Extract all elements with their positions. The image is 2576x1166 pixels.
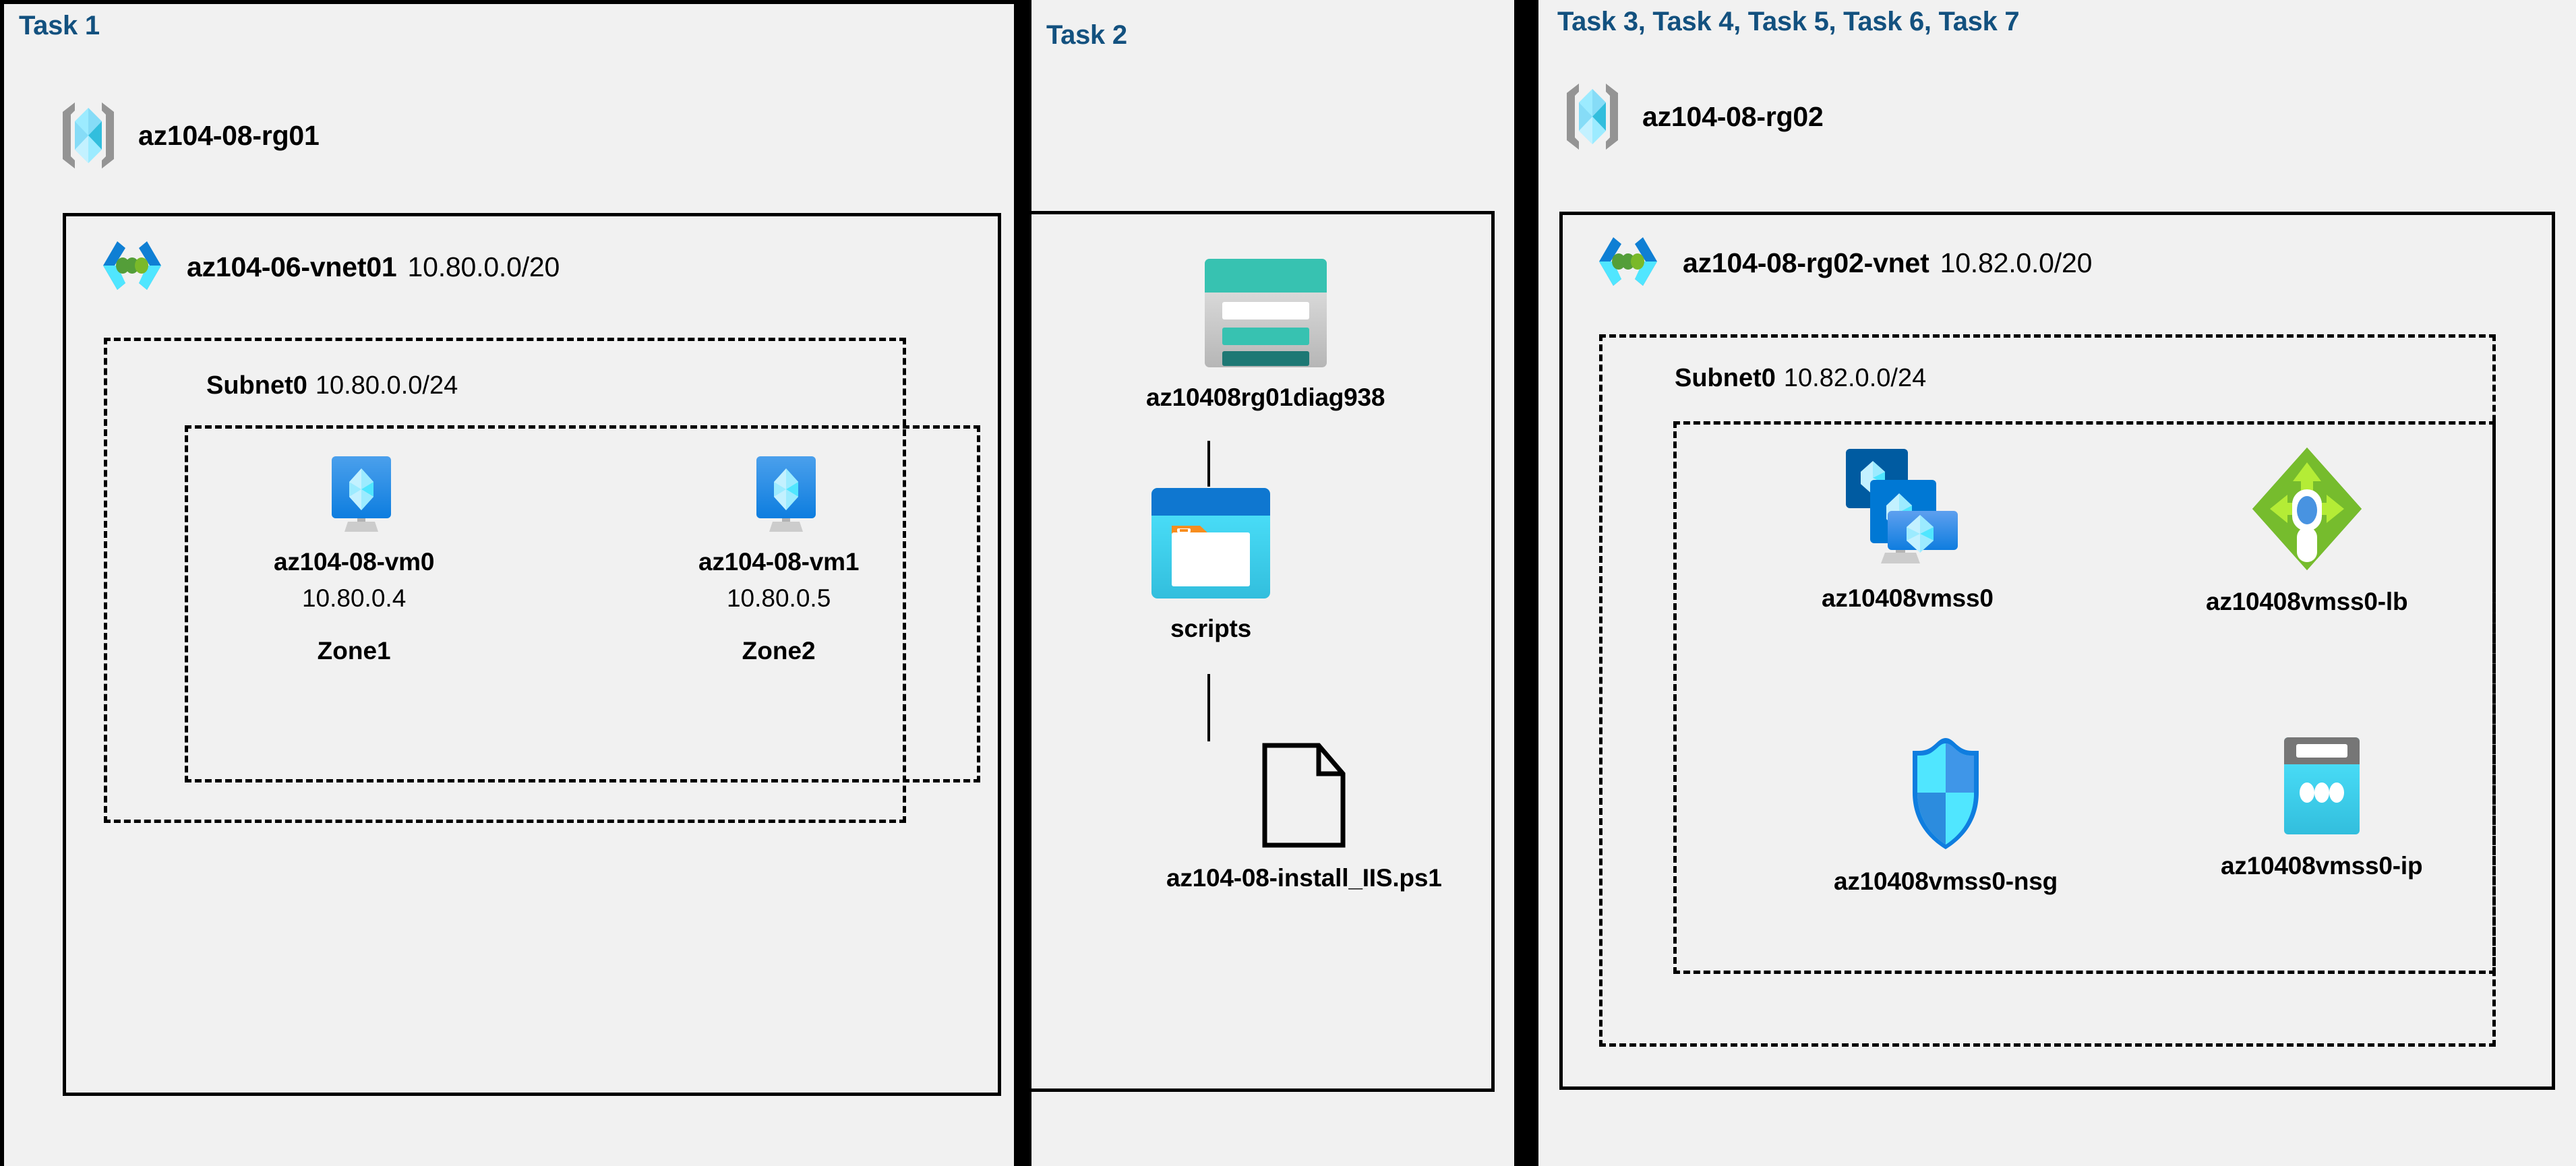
virtual-machine-icon	[314, 452, 394, 533]
vm0-zone: Zone1	[317, 637, 391, 665]
vnet-header-task1: az104-06-vnet01 10.80.0.0/20	[95, 233, 560, 301]
node-nsg[interactable]: az10408vmss0-nsg	[1834, 735, 2058, 896]
subnet-box-task1	[104, 338, 906, 823]
ps1-file-name: az104-08-install_IIS.ps1	[1166, 864, 1442, 892]
subnet-title-task1: Subnet0 10.80.0.0/24	[206, 371, 458, 400]
node-load-balancer[interactable]: az10408vmss0-lb	[2206, 445, 2408, 616]
vnet-box-task1	[63, 213, 1001, 1096]
vm1-name: az104-08-vm1	[698, 548, 860, 576]
panel-task-3-7: Task 3, Task 4, Task 5, Task 6, Task 7 a…	[1538, 0, 2576, 1166]
subnet-cidr-task1: 10.80.0.0/24	[315, 371, 458, 400]
virtual-network-icon	[1591, 229, 1665, 297]
panel-divider-right	[1513, 0, 1538, 1166]
task-1-label: Task 1	[19, 11, 100, 40]
subnet-cidr-task3: 10.82.0.0/24	[1783, 364, 1927, 392]
node-vm0[interactable]: az104-08-vm0 10.80.0.4 Zone1	[274, 452, 434, 665]
blob-container-icon	[1150, 487, 1271, 600]
panel-task-1: Task 1 az104-08-rg01	[0, 0, 1014, 1166]
blob-container-name: scripts	[1170, 615, 1251, 642]
public-ip-name: az10408vmss0-ip	[2221, 852, 2423, 880]
node-vm1[interactable]: az104-08-vm1 10.80.0.5 Zone2	[698, 452, 859, 665]
load-balancer-name: az10408vmss0-lb	[2206, 588, 2408, 615]
node-ps1-file[interactable]: az104-08-install_IIS.ps1	[1166, 741, 1442, 892]
virtual-machine-icon	[739, 452, 818, 533]
vnet-cidr-task1: 10.80.0.0/20	[407, 251, 560, 282]
vnet-header-task3: az104-08-rg02-vnet 10.82.0.0/20	[1591, 229, 2092, 297]
vm1-ip: 10.80.0.5	[726, 584, 831, 612]
zone-box-task1	[185, 425, 980, 783]
vnet-name-task3: az104-08-rg02-vnet	[1683, 247, 1929, 278]
resource-group-icon	[1559, 80, 1626, 154]
resource-group-name-rg01: az104-08-rg01	[138, 119, 320, 151]
resource-group-header-rg02: az104-08-rg02	[1559, 80, 1824, 154]
nsg-name: az10408vmss0-nsg	[1834, 867, 2058, 895]
node-public-ip[interactable]: az10408vmss0-ip	[2221, 735, 2423, 880]
public-ip-address-icon	[2281, 735, 2362, 837]
connector-storage-to-container	[1207, 441, 1210, 487]
vm-scale-set-icon	[1843, 445, 1971, 570]
vnet-cidr-task3: 10.82.0.0/20	[1940, 247, 2093, 278]
connector-container-to-file	[1207, 674, 1210, 741]
task-2-label: Task 2	[1046, 20, 1127, 50]
vm1-zone: Zone2	[742, 637, 816, 665]
panel-task-2: Task 2	[1028, 0, 1514, 1166]
load-balancer-icon	[2243, 445, 2371, 573]
resource-group-icon	[55, 98, 122, 173]
task-3-7-label: Task 3, Task 4, Task 5, Task 6, Task 7	[1557, 7, 2020, 36]
node-storage-account[interactable]: az10408rg01diag938	[1146, 257, 1385, 412]
subnet-name-task1: Subnet0	[206, 371, 307, 400]
vm0-name: az104-08-vm0	[274, 548, 435, 576]
vmss-name: az10408vmss0	[1822, 584, 1994, 612]
resource-group-inner-box-task3	[1673, 421, 2496, 974]
node-vmss[interactable]: az10408vmss0	[1822, 445, 1994, 613]
network-security-group-icon	[1900, 735, 1991, 853]
vnet-box-task3	[1559, 212, 2555, 1090]
virtual-network-icon	[95, 233, 169, 301]
storage-account-icon	[1203, 257, 1328, 369]
file-icon	[1261, 741, 1347, 849]
subnet-name-task3: Subnet0	[1675, 364, 1776, 392]
node-blob-container[interactable]: scripts	[1150, 487, 1271, 643]
resource-group-name-rg02: az104-08-rg02	[1642, 100, 1824, 132]
storage-account-name: az10408rg01diag938	[1146, 383, 1385, 411]
vnet-name-task1: az104-06-vnet01	[187, 251, 397, 282]
vm0-ip: 10.80.0.4	[301, 584, 407, 612]
resource-group-header-rg01: az104-08-rg01	[55, 98, 320, 173]
